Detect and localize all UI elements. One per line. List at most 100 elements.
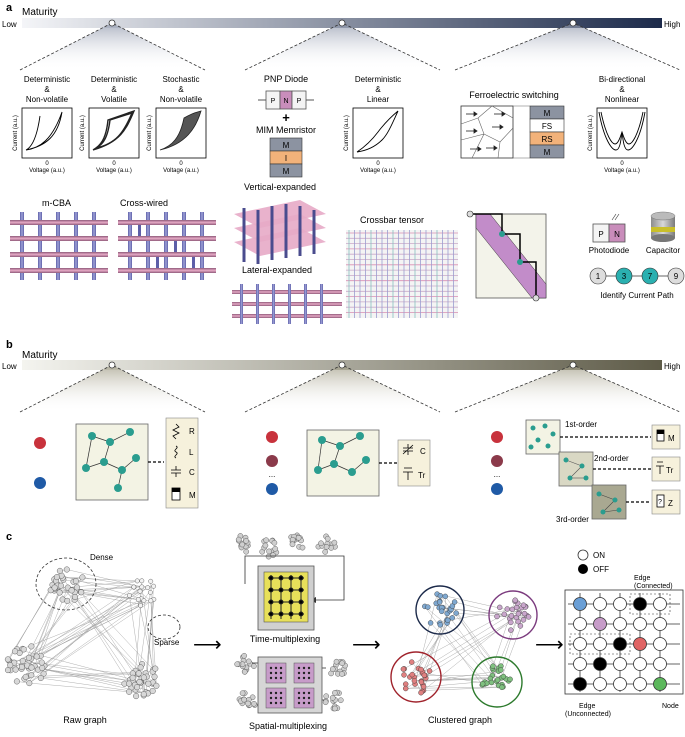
element-c-mid: C <box>420 447 426 456</box>
pnp-title: PNP Diode <box>264 74 308 84</box>
path-node-1: 1 <box>596 272 601 281</box>
mim-layer-m1: M <box>283 141 290 150</box>
panel-b: b Maturity Low High <box>2 339 680 524</box>
iv4-title-3: Linear <box>367 95 390 104</box>
sparse-label: Sparse <box>154 638 180 647</box>
tensor-label: Crossbar tensor <box>360 215 424 225</box>
iv-curve-1: Deterministic & Non-volatile 0 Voltage (… <box>13 75 73 174</box>
iv3-title-1: Stochastic <box>163 75 200 84</box>
spatial-mux-label: Spatial-multiplexing <box>249 721 327 731</box>
iv-curve-3: Stochastic & Non-volatile 0 Voltage (a.u… <box>147 75 207 174</box>
iv1-title-2: & <box>44 85 50 94</box>
pnp-letter-p1: P <box>271 98 276 105</box>
iv4-title-1: Deterministic <box>355 75 401 84</box>
iv2-title-1: Deterministic <box>91 75 137 84</box>
ferro-layer-fs: FS <box>542 122 552 131</box>
iv1-title-1: Deterministic <box>24 75 70 84</box>
blue-node-icon <box>34 477 46 489</box>
iv4-title-2: & <box>375 85 381 94</box>
iv4-ylabel: Current (a.u.) <box>344 115 350 151</box>
panel-b-middle: ... C Tr <box>266 429 431 497</box>
iv2-ylabel: Current (a.u.) <box>80 115 86 151</box>
pnp-letter-n: N <box>283 98 288 105</box>
maturity-title-b: Maturity <box>22 350 58 361</box>
raw-graph: Dense Sparse Raw graph <box>4 553 181 725</box>
path-node-3: 3 <box>622 272 627 281</box>
cone-left-a <box>20 23 205 70</box>
edge-unconnected-2: (Unconnected) <box>565 711 611 718</box>
iv3-zero: 0 <box>179 161 183 167</box>
mcba-array <box>10 212 108 280</box>
iv3-xlabel: Voltage (a.u.) <box>163 168 199 174</box>
clustered-graph-label: Clustered graph <box>428 715 492 725</box>
capacitor-label: Capacitor <box>646 246 681 255</box>
dense-label: Dense <box>90 553 114 562</box>
legend-off-icon <box>578 564 588 574</box>
edge-connected-1: Edge <box>634 575 650 582</box>
mcba-label: m-CBA <box>42 198 71 208</box>
mim-layer-i: I <box>285 154 287 163</box>
iv-curve-5: Bi-directional & Nonlinear 0 Voltage (a.… <box>588 75 648 174</box>
vertical-expanded-stack <box>234 200 326 264</box>
iv2-zero: 0 <box>112 161 116 167</box>
order-3rd: 3rd-order <box>556 515 589 524</box>
panel-b-right: ... 1st-order 2nd-order 3rd-order M <box>491 419 681 524</box>
iv5-zero: 0 <box>620 161 624 167</box>
iv2-xlabel: Voltage (a.u.) <box>96 168 132 174</box>
iv5-ylabel: Current (a.u.) <box>588 115 594 151</box>
maturity-high-b: High <box>664 362 680 371</box>
iv5-title-2: & <box>619 85 625 94</box>
iv5-title-3: Nonlinear <box>605 95 640 104</box>
panel-label-c: c <box>6 531 12 543</box>
crossbar-tensor <box>346 230 458 318</box>
path-node-9: 9 <box>674 272 679 281</box>
element-l: L <box>189 448 194 457</box>
photodiode-p: P <box>598 230 603 239</box>
panel-label-b: b <box>6 339 13 351</box>
mim-layer-m2: M <box>283 167 290 176</box>
ferro-title: Ferroelectric switching <box>469 90 559 100</box>
crossbar-state-grid: ON OFF Edge (Connected) Edge (Unconnecte… <box>564 549 684 718</box>
clustered-graph: Clustered graph <box>390 585 538 725</box>
cone-right-a <box>455 23 680 70</box>
iv3-ylabel: Current (a.u.) <box>147 115 153 151</box>
ellipsis-mid: ... <box>269 470 276 479</box>
current-path-grid <box>466 210 547 302</box>
order-1st: 1st-order <box>565 420 597 429</box>
iv5-xlabel: Voltage (a.u.) <box>604 168 640 174</box>
maturity-low-a: Low <box>2 20 17 29</box>
legend-on-label: ON <box>593 551 605 560</box>
path-node-7: 7 <box>648 272 653 281</box>
pnp-diode: PNP Diode P N P + MIM Memristor M I M <box>256 74 316 178</box>
panel-b-left: R L C M <box>34 417 199 509</box>
ferro-layer-m1: M <box>544 109 551 118</box>
maturity-title-a: Maturity <box>22 7 58 18</box>
lateral-label: Lateral-expanded <box>242 265 312 275</box>
ellipsis-right: ... <box>494 470 501 479</box>
order-2nd: 2nd-order <box>594 454 629 463</box>
legend-on-icon <box>577 549 589 561</box>
vertical-label: Vertical-expanded <box>244 182 316 192</box>
cone-mid-a <box>245 23 440 70</box>
multiplexing: Time-multiplexing Spatial-multiplexing <box>234 532 348 731</box>
iv4-xlabel: Voltage (a.u.) <box>360 168 396 174</box>
element-tr-right: Tr <box>666 466 674 475</box>
capacitor: Capacitor <box>646 211 681 255</box>
element-m-right: M <box>668 434 675 443</box>
photodiode-label: Photodiode <box>589 246 630 255</box>
ferro-layer-m2: M <box>544 148 551 157</box>
ferro-layer-rs: RS <box>541 135 552 144</box>
ferroelectric-switching: Ferroelectric switching M FS RS M <box>460 90 565 159</box>
iv5-title-1: Bi-directional <box>599 75 645 84</box>
iv-curve-4: Deterministic & Linear 0 Voltage (a.u.) … <box>344 75 404 174</box>
element-r: R <box>189 427 195 436</box>
iv-curve-2: Deterministic & Volatile 0 Voltage (a.u.… <box>80 75 140 174</box>
raw-graph-label: Raw graph <box>63 715 107 725</box>
photodiode-n: N <box>614 230 620 239</box>
edge-connected-2: (Connected) <box>634 583 673 590</box>
element-tr: Tr <box>418 471 426 480</box>
identify-current-path: 1 3 7 9 Identify Current Path <box>589 267 685 300</box>
panel-a: a Maturity Low High Deterministic & Non-… <box>2 2 685 324</box>
maturity-low-b: Low <box>2 362 17 371</box>
